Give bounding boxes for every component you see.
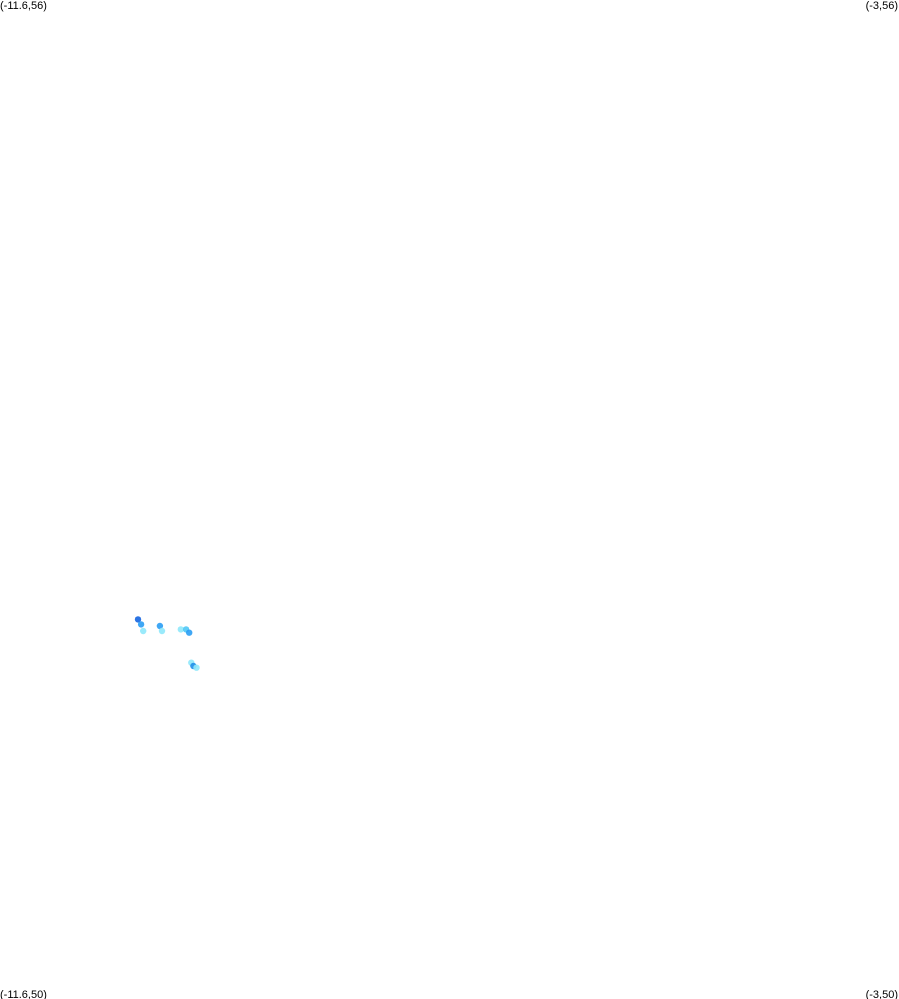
- map-marker[interactable]: [137, 621, 145, 628]
- map-marker[interactable]: [140, 627, 147, 635]
- corner-label-top-left: (-11.6,56): [0, 0, 47, 12]
- corner-label-top-right: (-3,56): [865, 0, 898, 12]
- map-marker[interactable]: [156, 622, 164, 630]
- corner-label-bottom-right: (-3,50): [865, 989, 898, 999]
- map-marker[interactable]: [177, 626, 184, 633]
- corner-label-bottom-left: (-11.6,50): [0, 989, 47, 999]
- map-marker[interactable]: [186, 629, 193, 636]
- map-marker[interactable]: [193, 664, 200, 671]
- map-marker[interactable]: [134, 616, 142, 623]
- map-marker[interactable]: [158, 627, 166, 635]
